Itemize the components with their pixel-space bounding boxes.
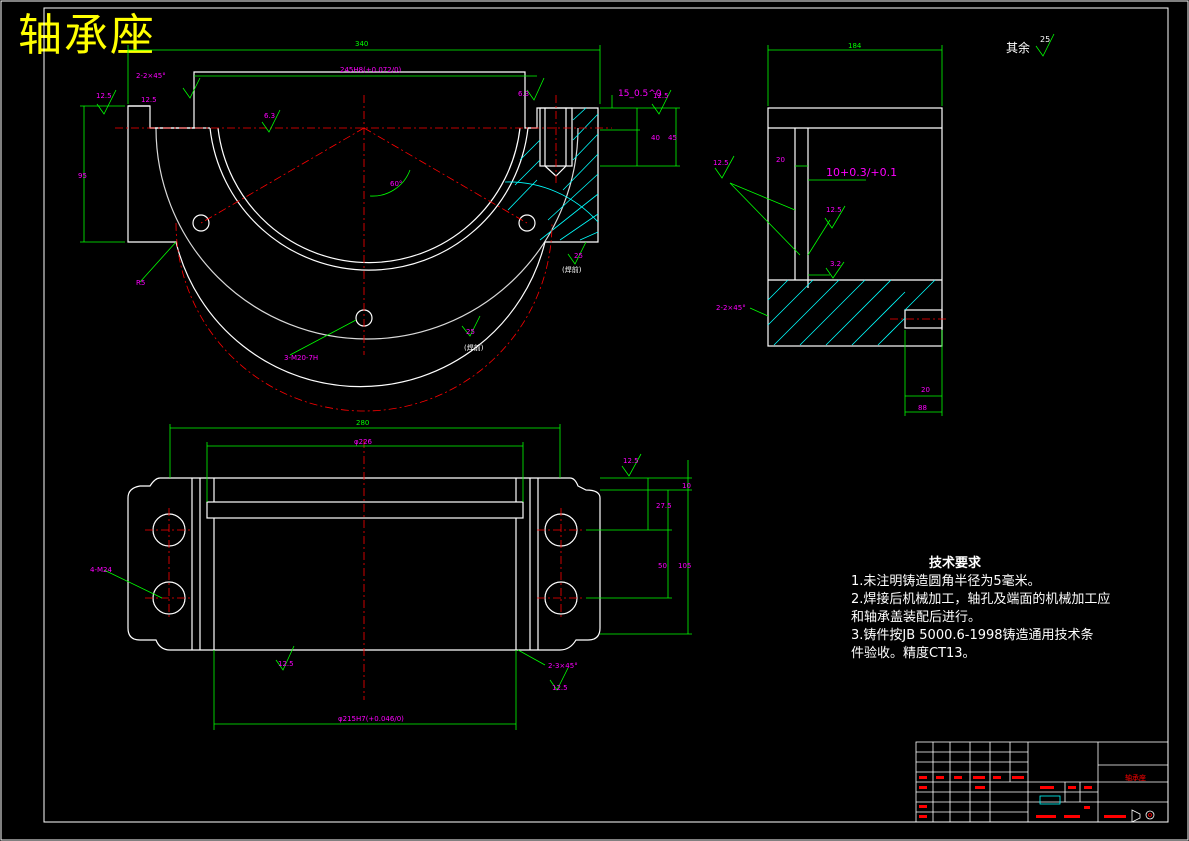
dim-side-b20: 20	[921, 386, 930, 394]
tech-line-5: 件验收。精度CT13。	[851, 646, 976, 661]
surface-note-label: 其余	[1006, 40, 1030, 55]
side-view	[767, 107, 943, 347]
tech-line-2: 2.焊接后机械加工，轴孔及端面的机械加工应	[851, 592, 1111, 607]
inner-frame	[43, 7, 1169, 823]
dim-angle: 60°	[390, 180, 402, 188]
front-view	[127, 71, 599, 388]
dim-plan-r-bottom: 12.5	[278, 660, 294, 668]
dim-r-left-hole: R5	[136, 279, 145, 287]
tech-line-4: 3.铸件按JB 5000.6-1998铸造通用技术条	[851, 628, 1094, 643]
technical-requirements: 技术要求 1.未注明铸造圆角半径为5毫米。 2.焊接后机械加工，轴孔及端面的机械…	[851, 555, 1110, 663]
dim-r-top-step: 6.3	[264, 112, 275, 120]
dim-side-fit: 10+0.3/+0.1	[826, 166, 897, 179]
dim-h45: 45	[668, 134, 677, 142]
dim-h40: 40	[651, 134, 660, 142]
dim-plan-r: 12.5	[623, 457, 639, 465]
surface-note-value: 25	[1040, 35, 1050, 44]
dim-weld2-note: (焊前)	[464, 343, 484, 352]
tech-line-3: 和轴承盖装配后进行。	[851, 610, 982, 625]
dim-depth-tol: 15_0.5^0	[618, 89, 662, 99]
side-dimensions	[714, 33, 1055, 416]
dim-side-r1: 12.5	[713, 159, 729, 167]
dim-side-b88: 88	[918, 404, 927, 412]
dim-side-width: 184	[848, 42, 862, 50]
front-hatch	[504, 107, 599, 241]
dim-weld1-note: (焊前)	[562, 265, 582, 274]
dim-holes-front: 3-M20-7H	[284, 354, 318, 362]
dim-r-right: 12.5	[653, 92, 669, 100]
projection-symbol-icon	[1131, 809, 1155, 823]
dim-plan-r-bottom2: 12.5	[552, 684, 568, 692]
dim-side-chamfer: 2-2×45°	[716, 304, 746, 312]
dim-top-width: 340	[355, 40, 368, 48]
dim-side-r2: 12.5	[826, 206, 842, 214]
dim-weld1: 25	[574, 252, 583, 260]
dim-plan-v10: 10	[682, 482, 691, 490]
plan-dimensions	[103, 424, 692, 730]
dim-r-left: 12.5	[96, 92, 112, 100]
title-block	[915, 741, 1169, 823]
dim-bore-top: 245H8(+0.072/0)	[340, 66, 402, 74]
dim-plan-v50: 50	[658, 562, 667, 570]
dim-plan-holes: 4-M24	[90, 566, 112, 574]
front-roughness	[96, 77, 672, 356]
plan-centerlines	[145, 440, 585, 700]
dim-side-r3: 3.2	[830, 260, 841, 268]
dim-r-step-right: 6.3	[518, 90, 529, 98]
dim-h95: 95	[78, 172, 87, 180]
side-hatch	[767, 279, 936, 346]
front-centerlines	[115, 95, 612, 412]
title-block-marks	[919, 776, 1126, 818]
dim-plan-v105: 105	[678, 562, 691, 570]
dim-plan-width: 280	[356, 419, 369, 427]
dim-r-left2: 12.5	[141, 96, 157, 104]
title-block-part-name: 轴承座	[1125, 773, 1146, 782]
tech-heading: 技术要求	[929, 556, 982, 571]
dim-weld2: 25	[466, 328, 475, 336]
dim-plan-v275: 27.5	[656, 502, 672, 510]
dim-plan-chamfer: 2-3×45°	[548, 662, 578, 670]
front-dimensions	[80, 45, 680, 243]
dim-side-20: 20	[776, 156, 785, 164]
tech-line-1: 1.未注明铸造圆角半径为5毫米。	[851, 574, 1041, 589]
dim-plan-bore: φ226	[354, 438, 373, 446]
dim-chamfer-top: 2-2×45°	[136, 72, 166, 80]
dim-plan-bottom: φ215H7(+0.046/0)	[338, 715, 404, 723]
